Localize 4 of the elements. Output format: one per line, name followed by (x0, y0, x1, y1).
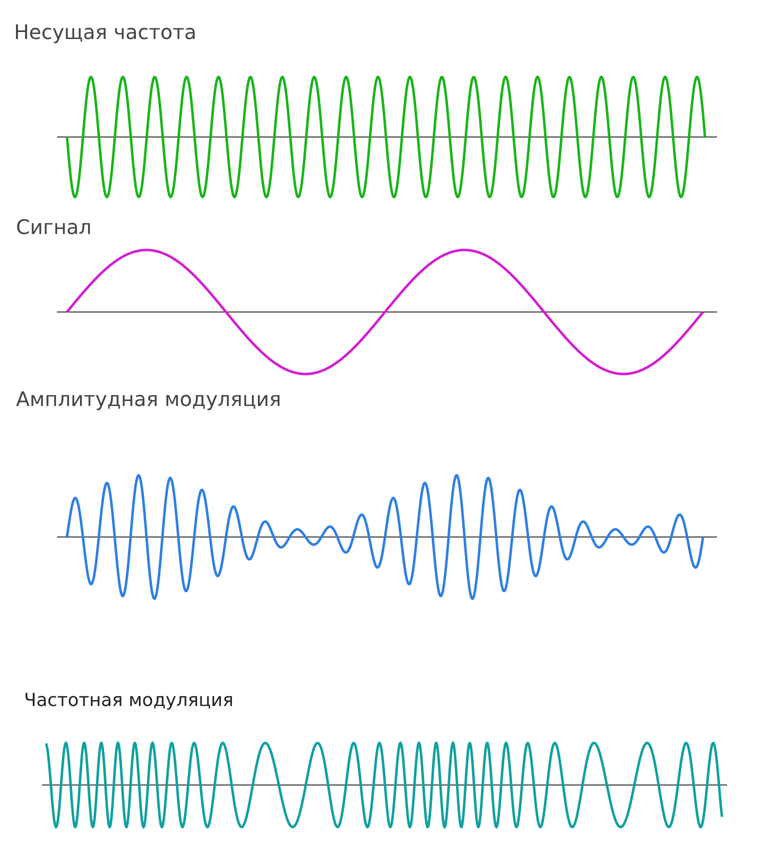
waveform-title: Несущая частота (14, 20, 197, 44)
waveform-title: Амплитудная модуляция (16, 387, 282, 411)
waveform-title: Частотная модуляция (24, 690, 234, 711)
waveform-title: Сигнал (16, 215, 92, 239)
